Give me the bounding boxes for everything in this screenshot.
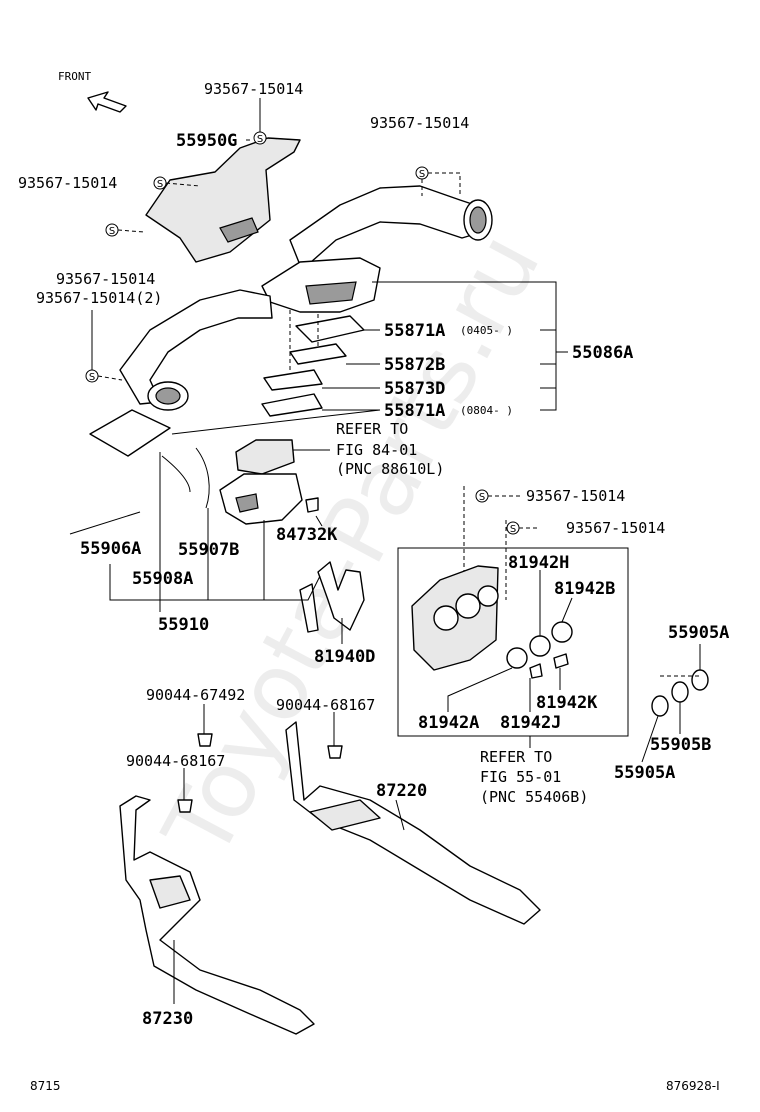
label-81942H: 81942H	[508, 553, 569, 573]
label-84732K: 84732K	[276, 525, 338, 545]
screw-icon: S	[415, 166, 429, 180]
middle-parts	[69, 439, 365, 633]
refer2-line1: REFER TO	[480, 748, 552, 766]
label-81940D: 81940D	[314, 647, 375, 667]
label-81942K: 81942K	[536, 693, 598, 713]
svg-text:S: S	[89, 372, 95, 383]
svg-text:S: S	[419, 169, 425, 180]
footer-right-code: 876928-I	[666, 1079, 720, 1093]
label-93567-mid2: 93567-15014	[566, 519, 665, 537]
refer2-line3: (PNC 55406B)	[480, 788, 588, 806]
label-55906A: 55906A	[80, 539, 141, 559]
label-55905A-bottom: 55905A	[614, 763, 675, 783]
svg-text:S: S	[510, 524, 516, 535]
upper-duct	[89, 137, 493, 457]
label-87230: 87230	[142, 1009, 193, 1029]
svg-text:S: S	[157, 179, 163, 190]
label-87220: 87220	[376, 781, 427, 801]
label-93567-top: 93567-15014	[204, 80, 303, 98]
label-93567-a: 93567-15014	[56, 270, 155, 288]
label-55871A-2: 55871A	[384, 401, 445, 421]
label-93567-left: 93567-15014	[18, 174, 117, 192]
label-55910: 55910	[158, 615, 209, 635]
screw-icon: S	[105, 223, 119, 237]
label-55871A-1: 55871A	[384, 321, 445, 341]
control-panel	[411, 565, 573, 679]
label-93567-mid1: 93567-15014	[526, 487, 625, 505]
panel-frame	[397, 547, 629, 737]
label-55871A-1-note: (0405- )	[460, 324, 513, 337]
label-55871A-2-note: (0804- )	[460, 404, 513, 417]
screw-icon: S	[85, 369, 99, 383]
lower-duct-87230	[119, 795, 315, 1035]
svg-text:S: S	[479, 492, 485, 503]
refer1-line3: (PNC 88610L)	[336, 460, 444, 478]
label-55086A: 55086A	[572, 343, 633, 363]
refer1-line2: FIG 84-01	[336, 441, 417, 459]
label-81942B: 81942B	[554, 579, 615, 599]
screw-icon: S	[475, 489, 489, 503]
label-93567-right: 93567-15014	[370, 114, 469, 132]
refer2-line2: FIG 55-01	[480, 768, 561, 786]
lower-duct-87220	[285, 721, 541, 925]
footer-left-code: 8715	[30, 1079, 61, 1093]
label-90044-68167-left: 90044-68167	[126, 752, 225, 770]
front-arrow-icon	[87, 91, 127, 113]
label-55907B: 55907B	[178, 540, 239, 560]
label-55872B: 55872B	[384, 355, 445, 375]
label-81942A: 81942A	[418, 713, 479, 733]
label-55905B: 55905B	[650, 735, 711, 755]
svg-text:S: S	[109, 226, 115, 237]
front-label: FRONT	[58, 70, 91, 83]
svg-text:S: S	[257, 134, 263, 145]
clip-parts	[651, 669, 709, 717]
label-55908A: 55908A	[132, 569, 193, 589]
label-90044-68167-right: 90044-68167	[276, 696, 375, 714]
label-55905A-top: 55905A	[668, 623, 729, 643]
label-81942J: 81942J	[500, 713, 561, 733]
screw-icon: S	[506, 521, 520, 535]
label-55950G: 55950G	[176, 131, 237, 151]
label-90044-67492: 90044-67492	[146, 686, 245, 704]
refer1-line1: REFER TO	[336, 420, 408, 438]
label-93567-b: 93567-15014(2)	[36, 289, 162, 307]
label-55873D: 55873D	[384, 379, 445, 399]
